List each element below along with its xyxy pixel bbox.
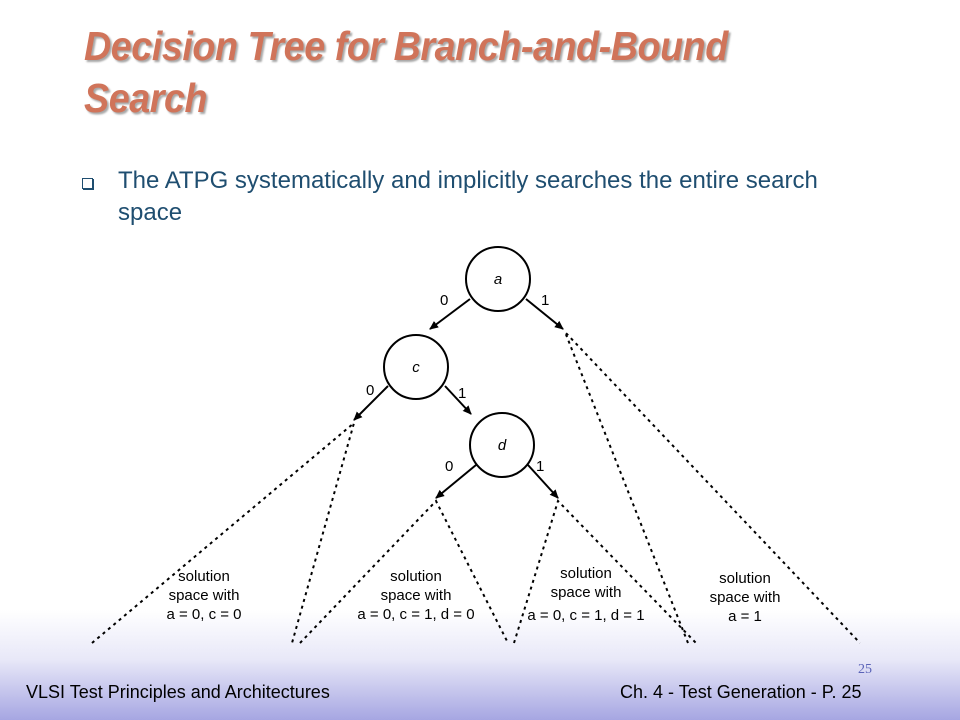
- solution-space-3-line-1: solution: [560, 565, 612, 582]
- decision-tree-figure: a c d 0 1 0 1 0 1 solution space with a …: [60, 243, 896, 658]
- node-a-label: a: [494, 271, 502, 288]
- edge-label-a-left: 0: [440, 292, 448, 309]
- footer-chapter-page: Ch. 4 - Test Generation - P. 25: [620, 682, 862, 702]
- edge-label-a-right: 1: [541, 292, 549, 309]
- edge-a-c: [429, 298, 471, 330]
- solution-space-label-4: solution space with a = 1: [710, 570, 781, 625]
- edge-c-d: [444, 385, 472, 415]
- edge-a-right: [525, 298, 564, 330]
- solution-space-1-line-1: solution: [178, 568, 230, 585]
- solution-space-2-line-1: solution: [390, 568, 442, 585]
- solution-space-triangle-3: [513, 499, 697, 644]
- solution-space-2-line-2: space with: [381, 587, 452, 604]
- solution-space-4-line-1: solution: [719, 570, 771, 587]
- edge-d-right: [527, 464, 559, 499]
- solution-space-label-3: solution space with a = 0, c = 1, d = 1: [527, 565, 644, 624]
- edge-d-left: [435, 464, 477, 499]
- solution-space-4-line-3: a = 1: [728, 608, 762, 625]
- node-d-label: d: [498, 437, 507, 454]
- footer-course-title: VLSI Test Principles and Architectures: [26, 682, 330, 702]
- solution-space-triangle-1: [91, 420, 356, 644]
- node-c: c: [383, 334, 449, 400]
- edge-label-c-right: 1: [458, 385, 466, 402]
- solution-space-label-2: solution space with a = 0, c = 1, d = 0: [357, 568, 474, 623]
- solution-space-2-line-3: a = 0, c = 1, d = 0: [357, 606, 474, 623]
- footer-background: [0, 610, 960, 720]
- bullet-text: The ATPG systematically and implicitly s…: [118, 167, 818, 226]
- solution-space-1-line-3: a = 0, c = 0: [166, 606, 241, 623]
- edge-label-d-left: 0: [445, 458, 453, 475]
- solution-space-label-1: solution space with a = 0, c = 0: [166, 568, 241, 623]
- solution-space-4-line-2: space with: [710, 589, 781, 606]
- node-a: a: [465, 246, 531, 312]
- node-c-label: c: [412, 359, 420, 376]
- square-bullet-icon: [82, 178, 93, 189]
- edge-label-d-right: 1: [536, 458, 544, 475]
- slide-number: 25: [858, 662, 872, 677]
- slide-title: Decision Tree for Branch-and-Bound Searc…: [84, 23, 728, 121]
- solution-space-3-line-3: a = 0, c = 1, d = 1: [527, 607, 644, 624]
- solution-space-3-line-2: space with: [551, 584, 622, 601]
- node-d: d: [469, 412, 535, 478]
- edge-label-c-left: 0: [366, 382, 374, 399]
- solution-space-triangle-2: [299, 499, 509, 644]
- edge-c-left: [353, 385, 389, 421]
- solution-space-1-line-2: space with: [169, 587, 240, 604]
